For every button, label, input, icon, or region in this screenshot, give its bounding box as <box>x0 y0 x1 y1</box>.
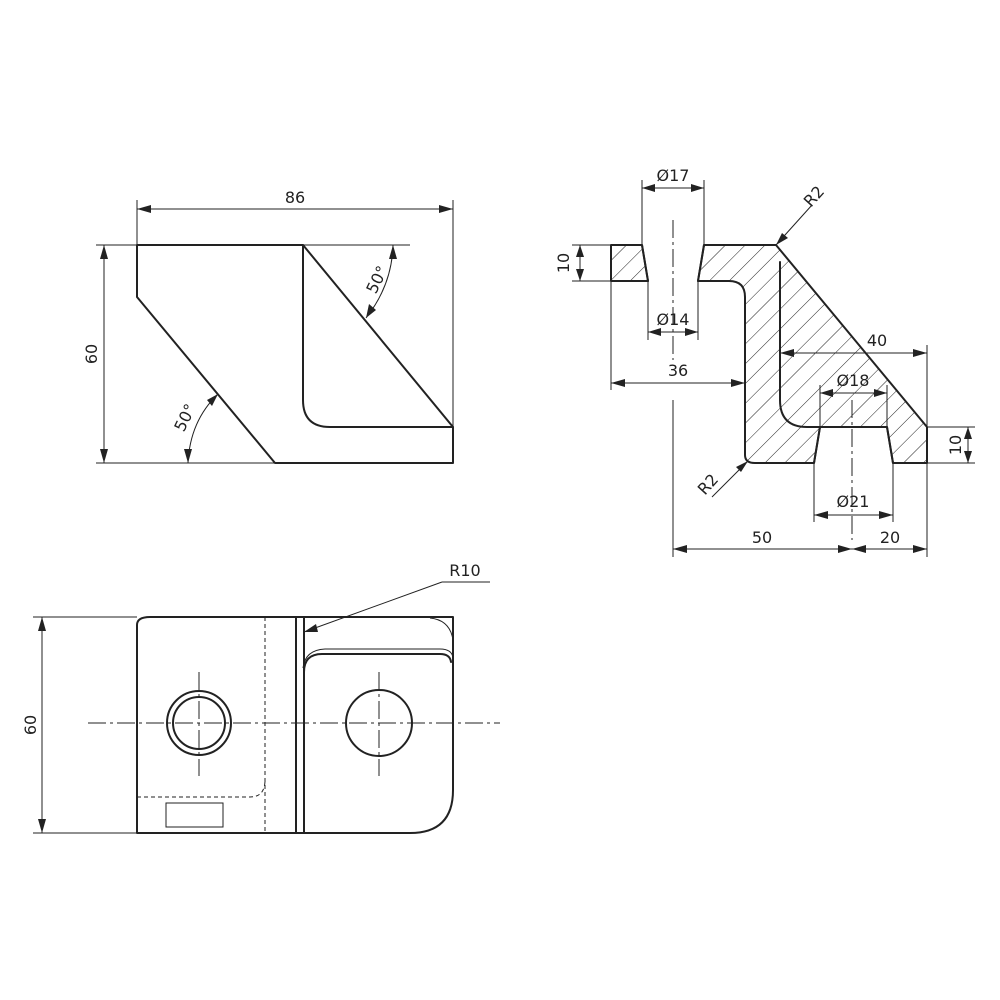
dim-height-60: 60 <box>82 244 410 464</box>
dim-dia-17-label: Ø17 <box>657 166 690 185</box>
dim-dia-18-label: Ø18 <box>837 371 870 390</box>
dim-dia-21: Ø21 <box>813 463 894 522</box>
dim-width-40-label: 40 <box>867 331 887 350</box>
dim-radius-bottom: R2 <box>694 460 749 499</box>
dim-width-50-20: 50 20 <box>672 400 928 557</box>
top-view-outline <box>136 616 454 834</box>
dim-angle-bottom-label: 50° <box>170 401 200 435</box>
dim-thickness-top-label: 10 <box>554 253 573 273</box>
dim-dia-18: Ø18 <box>819 371 888 427</box>
dim-radius-top: R2 <box>775 182 828 246</box>
dim-dia-14-label: Ø14 <box>657 310 690 329</box>
top-view-slot <box>165 802 224 828</box>
dim-top-height-60-label: 60 <box>21 715 40 735</box>
dim-thickness-bottom: 10 <box>927 426 975 464</box>
dim-radius-bottom-label: R2 <box>694 470 722 499</box>
front-view: 86 60 50° 50° <box>82 188 454 464</box>
dim-angle-top: 50° <box>362 244 397 319</box>
top-view-pocket <box>303 653 452 673</box>
front-view-slot <box>302 244 454 428</box>
dim-radius-r10: R10 <box>303 561 490 633</box>
dim-width-36: 36 <box>610 281 745 390</box>
dim-width-20-label: 20 <box>880 528 900 547</box>
dim-height-60-label: 60 <box>82 344 101 364</box>
dim-width-86: 86 <box>136 188 454 463</box>
dim-angle-bottom: 50° <box>170 393 219 464</box>
dim-angle-top-label: 50° <box>362 263 392 297</box>
dim-radius-top-label: R2 <box>800 182 828 211</box>
section-hatch-area <box>610 244 928 464</box>
dim-width-50-label: 50 <box>752 528 772 547</box>
section-view: Ø17 Ø14 10 R2 <box>554 166 975 557</box>
dim-thickness-bottom-label: 10 <box>946 435 965 455</box>
dim-thickness-top: 10 <box>554 244 611 282</box>
dim-top-height-60: 60 <box>21 616 137 834</box>
dim-dia-14: Ø14 <box>647 281 699 340</box>
section-inner-contour <box>779 261 821 428</box>
top-view: R10 60 <box>21 561 500 834</box>
dim-width-86-label: 86 <box>285 188 305 207</box>
dim-width-36-label: 36 <box>668 361 688 380</box>
dim-width-40: 40 <box>780 331 928 427</box>
dim-radius-r10-label: R10 <box>449 561 480 580</box>
dim-dia-21-label: Ø21 <box>837 492 870 511</box>
dim-dia-17: Ø17 <box>641 166 705 245</box>
